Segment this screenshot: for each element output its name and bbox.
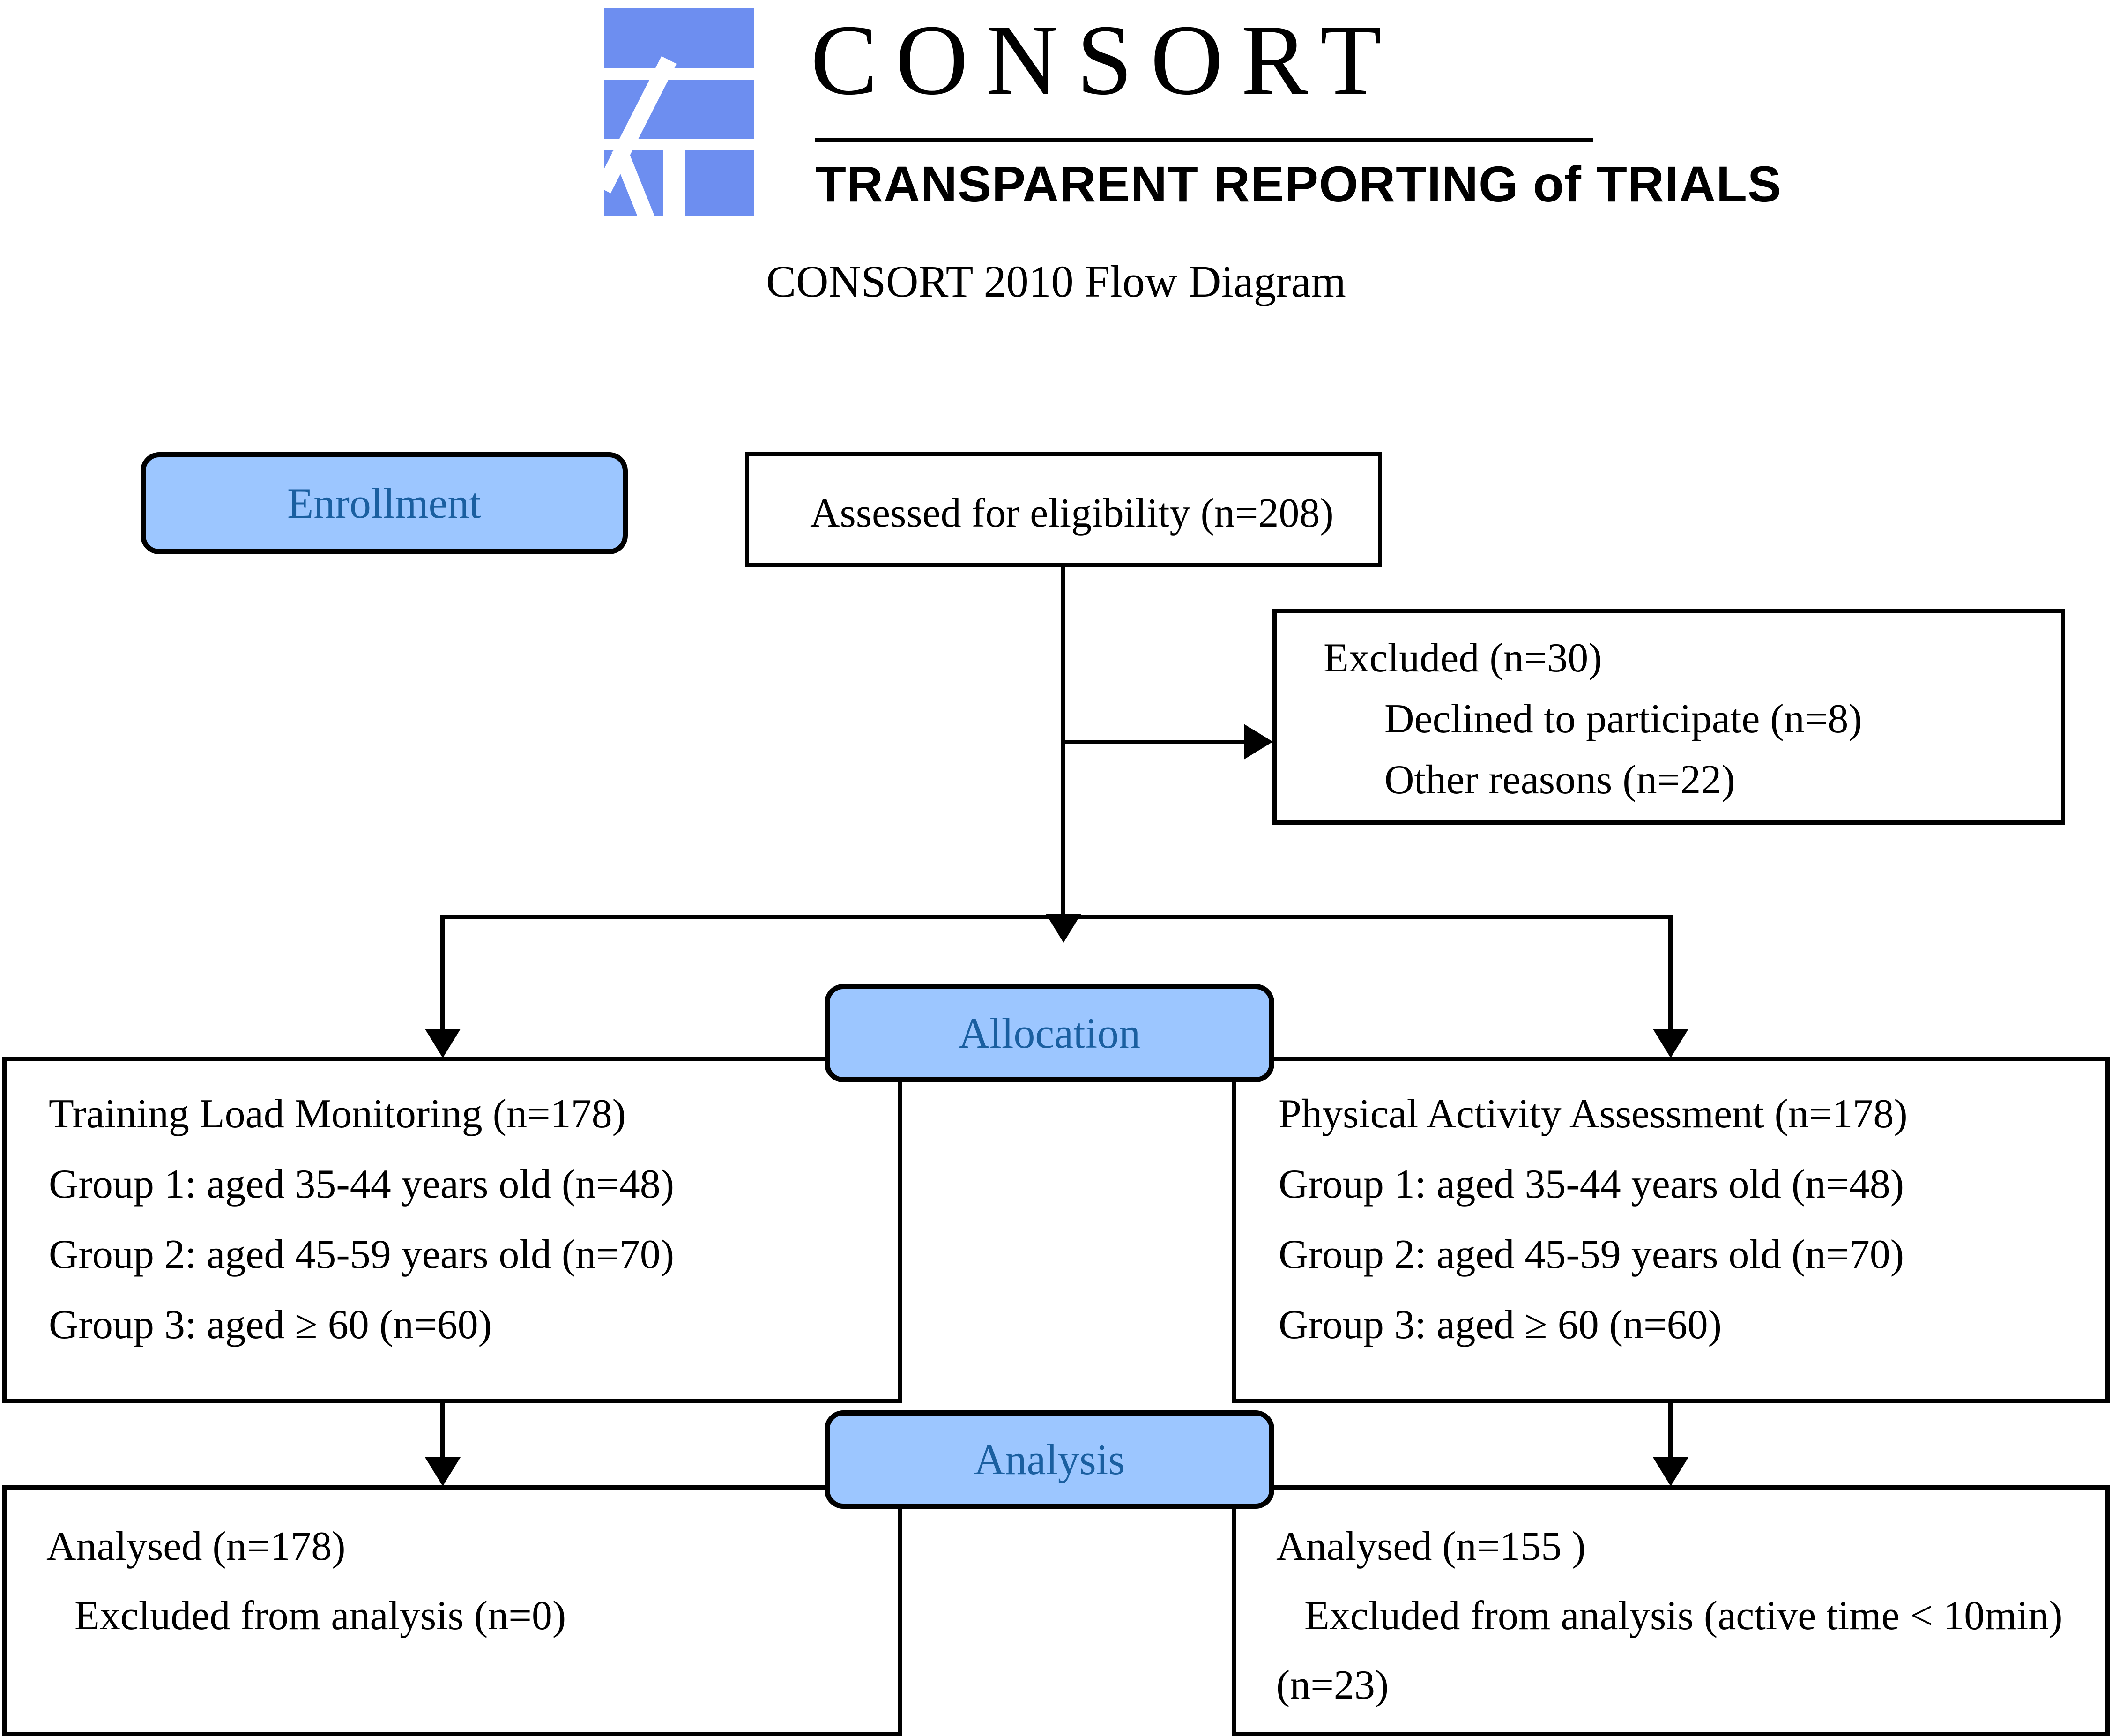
analysis-right-excluded-count: (n=23) [1276, 1662, 1389, 1708]
allocation-right-heading: Physical Activity Assessment (n=178) [1279, 1091, 1908, 1137]
excluded-reason-other: Other reasons (n=22) [1384, 757, 1735, 803]
excluded-reason-declined: Declined to participate (n=8) [1384, 696, 1862, 742]
logo-checkmark-notch [663, 144, 685, 219]
excluded-heading: Excluded (n=30) [1324, 635, 1602, 681]
logo-divider-rule [815, 138, 1593, 142]
analysis-left-content: Analysed (n=178) Excluded from analysis … [46, 1526, 566, 1665]
stage-label-analysis: Analysis [825, 1410, 1274, 1509]
allocation-left-group-2: Group 2: aged 45-59 years old (n=70) [49, 1232, 675, 1277]
allocation-left-box: Training Load Monitoring (n=178) Group 1… [2, 1057, 902, 1403]
consort-wordmark: CONSORT [811, 4, 1399, 116]
allocation-left-group-1: Group 1: aged 35-44 years old (n=48) [49, 1162, 675, 1207]
connector-to-excluded-box [1061, 740, 1246, 744]
assessed-for-eligibility-text: Assessed for eligibility (n=208) [810, 491, 1334, 536]
analysis-right-content: Analysed (n=155 ) Excluded from analysis… [1276, 1526, 2063, 1734]
connector-allocation-right-arrowhead [1653, 1029, 1688, 1058]
analysis-right-excluded: Excluded from analysis (active time < 10… [1304, 1593, 2063, 1639]
allocation-left-heading: Training Load Monitoring (n=178) [49, 1091, 626, 1137]
connector-analysis-left-arrowhead [425, 1457, 461, 1486]
allocation-right-group-2: Group 2: aged 45-59 years old (n=70) [1279, 1232, 1904, 1277]
excluded-box: Excluded (n=30) Declined to participate … [1272, 609, 2065, 825]
analysis-left-analysed: Analysed (n=178) [46, 1524, 346, 1569]
connector-allocation-right-drop [1668, 915, 1673, 1032]
analysis-left-box: Analysed (n=178) Excluded from analysis … [2, 1485, 902, 1736]
allocation-right-group-1: Group 1: aged 35-44 years old (n=48) [1279, 1162, 1904, 1207]
allocation-right-content: Physical Activity Assessment (n=178) Gro… [1279, 1094, 1908, 1375]
connector-allocation-left-drop [440, 915, 445, 1032]
connector-eligibility-trunk-arrowhead [1046, 914, 1081, 943]
stage-label-enrollment-text: Enrollment [287, 479, 481, 527]
allocation-right-box: Physical Activity Assessment (n=178) Gro… [1232, 1057, 2110, 1403]
stage-label-allocation-text: Allocation [958, 1009, 1141, 1057]
stage-label-allocation: Allocation [825, 984, 1274, 1082]
connector-to-excluded-arrowhead [1244, 724, 1273, 760]
allocation-left-group-3: Group 3: aged ≥ 60 (n=60) [49, 1302, 492, 1348]
analysis-right-analysed: Analysed (n=155 ) [1276, 1524, 1586, 1569]
allocation-left-content: Training Load Monitoring (n=178) Group 1… [49, 1094, 674, 1375]
stage-label-enrollment: Enrollment [141, 452, 628, 554]
page-title: CONSORT 2010 Flow Diagram [766, 256, 1346, 306]
assessed-for-eligibility-box: Assessed for eligibility (n=208) [745, 452, 1382, 567]
analysis-left-excluded: Excluded from analysis (n=0) [74, 1593, 566, 1639]
consort-tagline: TRANSPARENT REPORTING of TRIALS [815, 156, 1782, 212]
analysis-right-box: Analysed (n=155 ) Excluded from analysis… [1232, 1485, 2110, 1736]
connector-analysis-right-arrowhead [1653, 1457, 1688, 1486]
allocation-right-group-3: Group 3: aged ≥ 60 (n=60) [1279, 1302, 1722, 1348]
connector-analysis-left-line [440, 1403, 445, 1460]
logo-band-top [604, 8, 754, 68]
connector-allocation-left-arrowhead [425, 1029, 461, 1058]
connector-analysis-right-line [1668, 1403, 1673, 1460]
stage-label-analysis-text: Analysis [974, 1436, 1125, 1483]
consort-logo [595, 8, 754, 222]
